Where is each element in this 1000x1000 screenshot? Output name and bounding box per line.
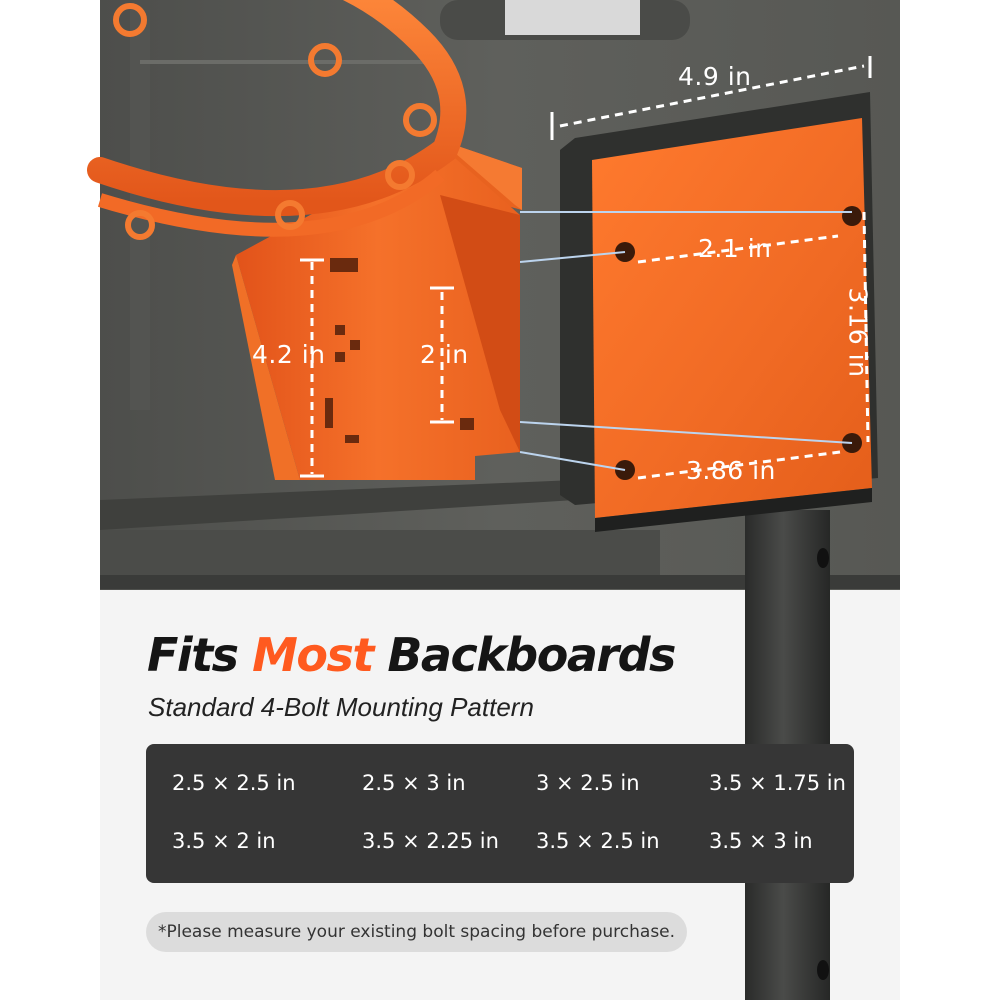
headline-accent: Most <box>252 628 374 682</box>
pattern-cell: 3.5 × 3 in <box>709 829 813 853</box>
right-margin <box>900 0 1000 1000</box>
subhead: Standard 4-Bolt Mounting Pattern <box>148 692 534 722</box>
alignment-lines <box>519 211 853 471</box>
dim-vertical-spacing: 3.16 in <box>843 287 873 378</box>
left-margin <box>0 0 100 1000</box>
rim <box>87 0 467 240</box>
headline-part2: Backboards <box>387 628 676 682</box>
dim-bottom-bolt-spacing: 3.86 in <box>686 456 776 485</box>
pattern-cell: 3.5 × 2.5 in <box>536 829 660 853</box>
headline: Fits Most Backboards <box>147 628 676 682</box>
dim-top-bolt-spacing: 2.1 in <box>698 234 772 263</box>
pattern-cell: 2.5 × 3 in <box>362 771 466 795</box>
disclaimer: *Please measure your existing bolt spaci… <box>146 912 688 952</box>
pattern-cell: 3 × 2.5 in <box>536 771 640 795</box>
pattern-cell: 3.5 × 2 in <box>172 829 276 853</box>
bolt-hole-top-right <box>842 206 862 226</box>
pattern-cell: 3.5 × 1.75 in <box>709 771 846 795</box>
dim-plate-width: 4.9 in <box>678 62 752 91</box>
mounting-pattern-table: 2.5 × 2.5 in 2.5 × 3 in 3 × 2.5 in 3.5 ×… <box>146 744 854 883</box>
mounting-plate <box>560 92 878 532</box>
pattern-cell: 3.5 × 2.25 in <box>362 829 499 853</box>
dimension-arrows <box>300 56 872 480</box>
dim-bracket-height: 4.2 in <box>252 340 326 369</box>
dim-bracket-slot-height: 2 in <box>420 340 469 369</box>
pattern-cell: 2.5 × 2.5 in <box>172 771 296 795</box>
headline-part1: Fits <box>147 628 239 682</box>
